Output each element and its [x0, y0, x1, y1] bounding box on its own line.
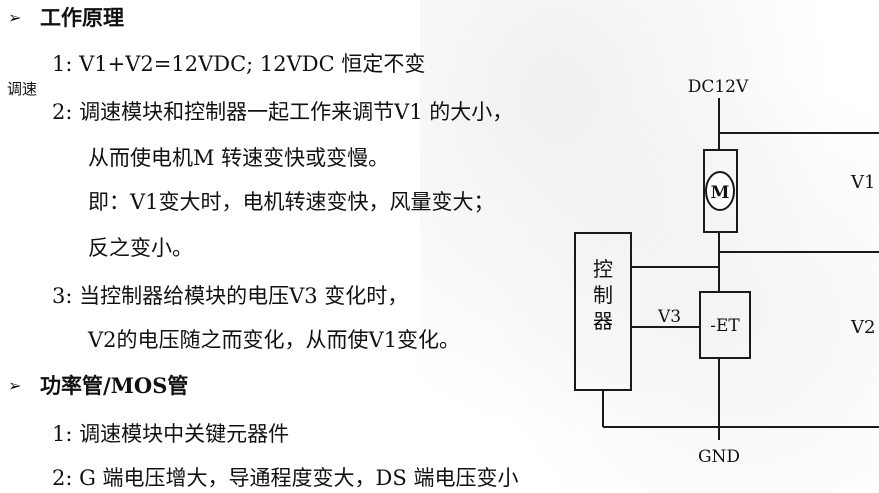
principle-line-3b: V2的电压随之而变化，从而使V1变化。: [88, 328, 461, 352]
motor-symbol: [705, 171, 735, 211]
fet-box: [699, 291, 751, 359]
controller-char-3: 器: [593, 309, 613, 333]
mos-line-1: 1: 调速模块中关键元器件: [52, 422, 290, 446]
section-title-working-principle: 工作原理: [40, 5, 124, 30]
gnd-label: GND: [698, 447, 740, 467]
v1-label: V1: [850, 172, 875, 193]
principle-line-1: 1: V1+V2=12VDC; 12VDC 恒定不变: [52, 52, 426, 76]
side-label: 调速: [7, 80, 38, 98]
motor-body: [703, 149, 738, 233]
principle-line-2c: 即：V1变大时，电机转速变快，风量变大；: [88, 190, 495, 214]
bullet-arrow-icon: ➢: [8, 8, 22, 27]
controller-char-2: 制: [593, 283, 613, 307]
principle-line-3a: 3: 当控制器给模块的电压V3 变化时，: [52, 284, 409, 308]
v3-label: V3: [657, 307, 681, 327]
controller-char-1: 控: [593, 257, 613, 281]
principle-line-2b: 从而使电机M 转速变快或变慢。: [88, 146, 390, 170]
mos-line-2: 2: G 端电压增大，导通程度变大，DS 端电压变小: [52, 466, 519, 490]
principle-line-2d: 反之变小。: [88, 236, 193, 260]
supply-label: DC12V: [688, 77, 749, 97]
section-title-power-mos: 功率管/MOS管: [40, 373, 189, 398]
motor-label: M: [711, 183, 730, 203]
principle-line-2a: 2: 调速模块和控制器一起工作来调节V1 的大小，: [52, 100, 514, 124]
v2-label: V2: [850, 317, 875, 338]
fet-label: -ET: [710, 316, 740, 336]
bullet-arrow-icon: ➢: [8, 376, 22, 395]
